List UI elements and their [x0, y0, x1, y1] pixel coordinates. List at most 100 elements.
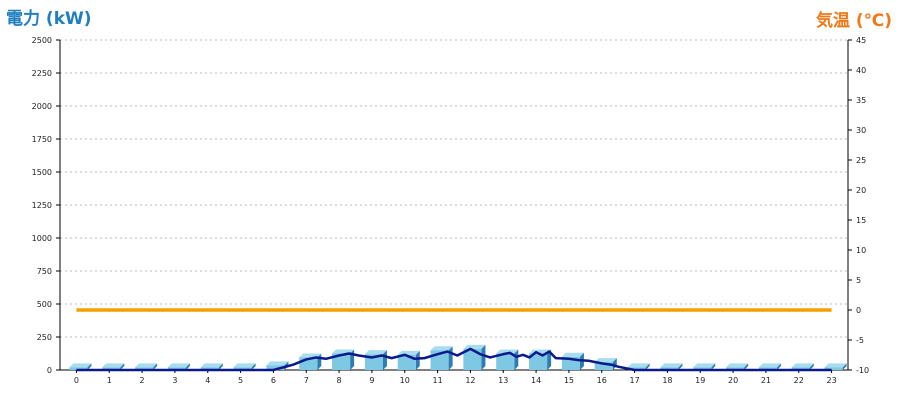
right-tick-label: 15: [856, 216, 866, 225]
bar-top: [463, 344, 486, 349]
left-tick-label: 0: [47, 366, 52, 375]
bar: [594, 362, 613, 370]
x-tick-label: 14: [531, 376, 541, 385]
x-tick-label: 0: [74, 376, 79, 385]
bar-top: [102, 363, 125, 368]
x-tick-label: 9: [369, 376, 374, 385]
bar-top: [69, 363, 92, 368]
bar-top: [594, 358, 617, 363]
x-tick-label: 19: [695, 376, 705, 385]
bar-side: [185, 363, 190, 370]
bar: [69, 367, 88, 370]
bar-side: [448, 346, 453, 370]
bar-side: [547, 349, 552, 370]
bar-top: [167, 363, 190, 368]
right-tick-label: 30: [856, 126, 866, 135]
x-tick-label: 7: [304, 376, 309, 385]
x-tick-label: 21: [761, 376, 771, 385]
bar-side: [514, 349, 519, 370]
x-tick-label: 22: [794, 376, 804, 385]
x-tick-label: 18: [662, 376, 672, 385]
bar: [102, 367, 121, 370]
bar-side: [711, 363, 716, 370]
bar: [693, 367, 712, 370]
bar-top: [758, 363, 781, 368]
x-tick-label: 12: [465, 376, 475, 385]
left-tick-label: 250: [37, 333, 52, 342]
bar-top: [364, 350, 387, 355]
bar-side: [744, 363, 749, 370]
bar-side: [218, 363, 223, 370]
bar: [660, 367, 679, 370]
bar-side: [842, 363, 847, 370]
bar-top: [627, 363, 650, 368]
x-tick-label: 15: [564, 376, 574, 385]
bar: [758, 367, 777, 370]
bar-top: [430, 346, 453, 351]
bar-side: [678, 363, 683, 370]
bar-side: [481, 344, 486, 370]
bar: [824, 367, 843, 370]
bar-side: [251, 363, 256, 370]
bar-side: [645, 363, 650, 370]
bar: [496, 353, 515, 370]
bar: [200, 367, 219, 370]
bar: [266, 365, 285, 370]
bar-top: [824, 363, 847, 368]
bar: [791, 367, 810, 370]
bar-side: [120, 363, 125, 370]
x-tick-label: 4: [205, 376, 210, 385]
left-tick-label: 2250: [32, 69, 52, 78]
bar-top: [266, 361, 289, 366]
x-tick-label: 3: [172, 376, 177, 385]
x-tick-label: 23: [826, 376, 836, 385]
left-tick-label: 750: [37, 267, 52, 276]
bar-top: [135, 363, 158, 368]
right-tick-label: -10: [856, 366, 869, 375]
left-tick-label: 1500: [32, 168, 52, 177]
x-tick-label: 5: [238, 376, 243, 385]
bar-side: [415, 350, 420, 370]
bar-side: [776, 363, 781, 370]
right-tick-label: 0: [856, 306, 861, 315]
x-tick-label: 2: [140, 376, 145, 385]
bar: [233, 367, 252, 370]
x-tick-label: 1: [107, 376, 112, 385]
bar-top: [561, 352, 584, 357]
right-tick-label: 35: [856, 96, 866, 105]
right-tick-label: 20: [856, 186, 866, 195]
bar-side: [153, 363, 158, 370]
bar-top: [397, 350, 420, 355]
x-tick-label: 11: [432, 376, 442, 385]
bar-top: [693, 363, 716, 368]
x-tick-label: 13: [498, 376, 508, 385]
bar: [332, 353, 351, 370]
bar-top: [200, 363, 223, 368]
bar: [135, 367, 154, 370]
x-tick-label: 6: [271, 376, 276, 385]
bar: [726, 367, 745, 370]
bar: [627, 367, 646, 370]
bar-side: [809, 363, 814, 370]
right-tick-label: 45: [856, 36, 866, 45]
right-tick-label: 10: [856, 246, 866, 255]
x-tick-label: 10: [400, 376, 410, 385]
bar: [529, 353, 548, 370]
bar-top: [791, 363, 814, 368]
left-tick-label: 2000: [32, 102, 52, 111]
bar: [167, 367, 186, 370]
bar-top: [496, 349, 519, 354]
left-tick-label: 1000: [32, 234, 52, 243]
x-tick-label: 20: [728, 376, 738, 385]
bar-top: [726, 363, 749, 368]
right-tick-label: 25: [856, 156, 866, 165]
left-tick-label: 1250: [32, 201, 52, 210]
right-axis-label: 気温 (℃): [815, 11, 892, 31]
right-tick-label: 40: [856, 66, 866, 75]
x-tick-label: 8: [337, 376, 342, 385]
left-tick-label: 2500: [32, 36, 52, 45]
bar-side: [87, 363, 92, 370]
right-tick-label: -5: [856, 336, 864, 345]
x-tick-label: 17: [629, 376, 639, 385]
